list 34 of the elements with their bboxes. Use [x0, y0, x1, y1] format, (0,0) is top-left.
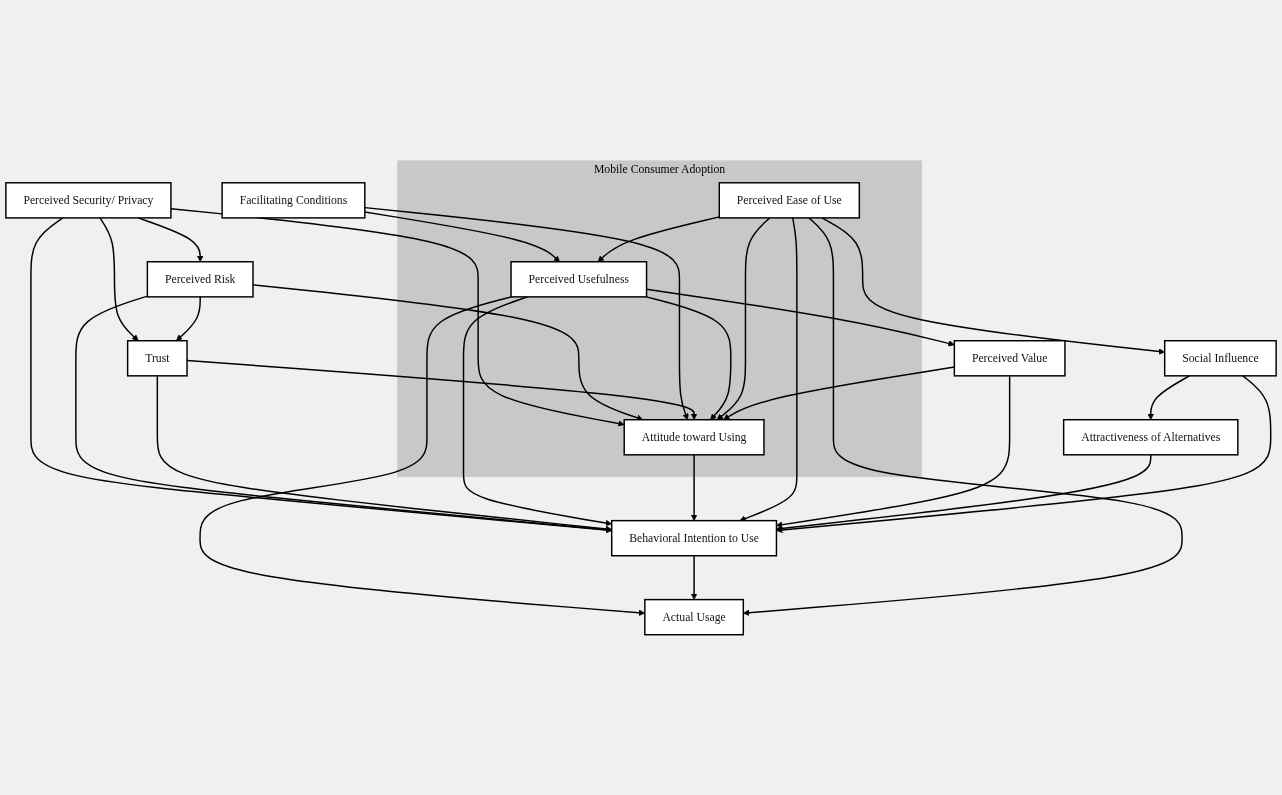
node-box: Attractiveness of Alternatives — [1062, 418, 1239, 456]
arrow — [776, 453, 1152, 532]
arrow — [776, 374, 1011, 528]
arrow — [364, 210, 560, 262]
node-box: Social Influence — [1163, 339, 1277, 377]
node-box: Attitude toward Using — [623, 418, 765, 456]
node-box: Perceived Risk — [146, 260, 254, 298]
arrow — [739, 216, 798, 522]
arrow — [776, 374, 1272, 533]
arrow — [30, 216, 612, 533]
arrow — [364, 206, 689, 420]
node-box: Trust — [126, 339, 188, 377]
node-box: Facilitating Conditions — [221, 181, 366, 219]
node-box: Actual Usage — [644, 598, 745, 636]
arrow — [821, 216, 1165, 355]
arrow — [156, 374, 612, 532]
arrow — [597, 215, 720, 262]
arrow — [137, 216, 204, 262]
arrow — [99, 216, 139, 341]
arrow — [75, 295, 612, 533]
arrow — [462, 295, 612, 526]
arrow — [743, 216, 1183, 616]
arrow — [1147, 374, 1191, 420]
node-box: Perceived Security/ Privacy — [5, 181, 172, 219]
arrow — [176, 295, 201, 341]
arrow — [690, 453, 698, 521]
arrow — [716, 216, 771, 420]
node-box: Perceived Ease of Use — [718, 181, 861, 219]
arrow — [645, 295, 732, 420]
node-box: Perceived Value — [953, 339, 1066, 377]
arrow — [170, 207, 625, 427]
node-box: Perceived Usefulness — [510, 260, 648, 298]
arrow — [690, 554, 698, 600]
node-box: Behavioral Intention to Use — [611, 519, 778, 557]
